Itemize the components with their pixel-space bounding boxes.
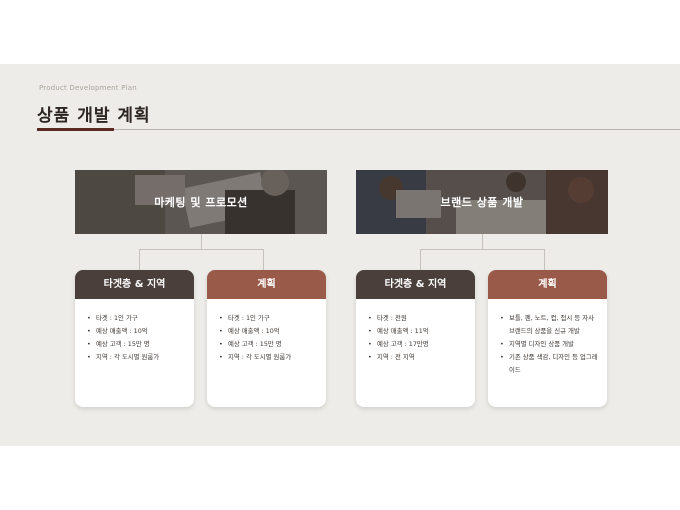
connector-line: [420, 249, 545, 250]
connector-line: [139, 249, 264, 250]
banner-label: 브랜드 상품 개발: [440, 196, 524, 209]
connector-line: [420, 249, 421, 270]
list-item: 보틀, 펜, 노트, 컵, 접시 등 자사 브랜드의 상품을 신규 개발: [500, 312, 601, 338]
list-item: 지역 : 각 도시별 원룸가: [219, 351, 320, 364]
connector-line: [544, 249, 545, 270]
page-subtitle: Product Development Plan: [39, 84, 137, 92]
connector-line: [482, 234, 483, 250]
list-item: 예상 매출액 : 10억: [219, 325, 320, 338]
list-item: 지역 : 전 지역: [368, 351, 469, 364]
connector-line: [201, 234, 202, 250]
list-item: 예상 고객 : 15만 명: [219, 338, 320, 351]
card-plan-marketing: 계획 타겟 : 1인 가구 예상 매출액 : 10억 예상 고객 : 15만 명…: [207, 270, 326, 407]
list-item: 지역별 디자인 상품 개발: [500, 338, 601, 351]
card-list: 보틀, 펜, 노트, 컵, 접시 등 자사 브랜드의 상품을 신규 개발 지역별…: [488, 299, 607, 377]
list-item: 지역 : 각 도시별 원룸가: [87, 351, 188, 364]
card-title: 타겟층 & 지역: [75, 270, 194, 299]
card-list: 타겟 : 1인 가구 예상 매출액 : 10억 예상 고객 : 15만 명 지역…: [207, 299, 326, 364]
title-accent-bar: [37, 128, 114, 131]
connector-line: [263, 249, 264, 270]
banner-label: 마케팅 및 프로모션: [154, 196, 248, 209]
card-title: 타겟층 & 지역: [356, 270, 475, 299]
list-item: 타겟 : 1인 가구: [87, 312, 188, 325]
list-item: 타겟 : 1인 가구: [219, 312, 320, 325]
list-item: 예상 고객 : 17만명: [368, 338, 469, 351]
card-title: 계획: [207, 270, 326, 299]
banner-overlay: [356, 170, 608, 234]
title-divider: [37, 129, 680, 130]
banner-brand: 브랜드 상품 개발: [356, 170, 608, 234]
list-item: 타겟 : 전원: [368, 312, 469, 325]
list-item: 예상 매출액 : 11억: [368, 325, 469, 338]
list-item: 기존 상품 색감, 디자인 등 업그레이드: [500, 351, 601, 377]
banner-overlay: [75, 170, 327, 234]
card-target-marketing: 타겟층 & 지역 타겟 : 1인 가구 예상 매출액 : 10억 예상 고객 :…: [75, 270, 194, 407]
card-plan-brand: 계획 보틀, 펜, 노트, 컵, 접시 등 자사 브랜드의 상품을 신규 개발 …: [488, 270, 607, 407]
card-list: 타겟 : 1인 가구 예상 매출액 : 10억 예상 고객 : 15만 명 지역…: [75, 299, 194, 364]
card-target-brand: 타겟층 & 지역 타겟 : 전원 예상 매출액 : 11억 예상 고객 : 17…: [356, 270, 475, 407]
card-list: 타겟 : 전원 예상 매출액 : 11억 예상 고객 : 17만명 지역 : 전…: [356, 299, 475, 364]
banner-marketing: 마케팅 및 프로모션: [75, 170, 327, 234]
connector-line: [139, 249, 140, 270]
list-item: 예상 매출액 : 10억: [87, 325, 188, 338]
page-title: 상품 개발 계획: [37, 106, 151, 126]
list-item: 예상 고객 : 15만 명: [87, 338, 188, 351]
card-title: 계획: [488, 270, 607, 299]
